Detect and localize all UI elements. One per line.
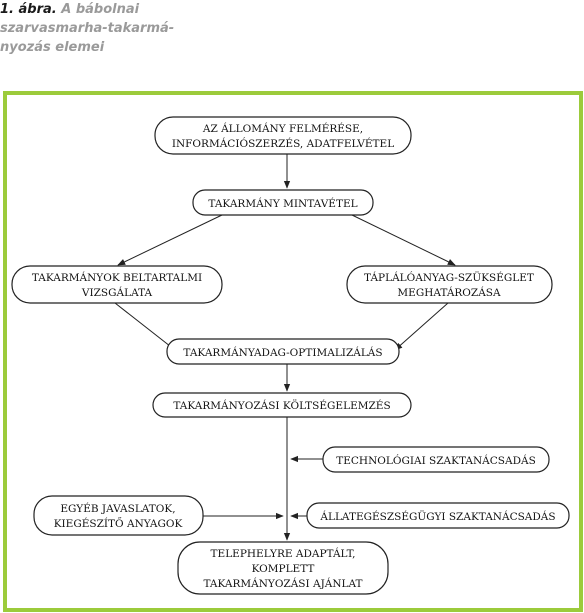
figure-title-line3: nyozás elemei xyxy=(0,40,105,55)
node-other: EGYÉB JAVASLATOK, KIEGÉSZÍTŐ ANYAGOK xyxy=(33,495,204,536)
node-requirement-line2: MEGHATÁROZÁSA xyxy=(397,285,501,299)
node-requirement-line1: TÁPLÁLÓANYAG-SZÜKSÉGLET xyxy=(364,270,534,284)
node-requirement: TÁPLÁLÓANYAG-SZÜKSÉGLET MEGHATÁROZÁSA xyxy=(346,265,553,304)
figure-number: 1. ábra. xyxy=(0,2,57,17)
node-analysis: TAKARMÁNYOK BELTARTALMI VIZSGÁLATA xyxy=(11,265,223,304)
node-vet-advice: ÁLLATEGÉSZSÉGÜGYI SZAKTANÁCSADÁS xyxy=(306,502,570,529)
figure-title-line1: A bábolnai xyxy=(61,2,140,17)
node-analysis-line1: TAKARMÁNYOK BELTARTALMI xyxy=(32,270,202,284)
node-sampling: TAKARMÁNY MINTAVÉTEL xyxy=(192,189,374,216)
node-final-line1: TELEPHELYRE ADAPTÁLT, xyxy=(211,546,356,560)
node-cost-label: TAKARMÁNYOZÁSI KÖLTSÉGELEMZÉS xyxy=(173,398,390,412)
edge-sampling-requirement xyxy=(351,214,456,266)
node-final: TELEPHELYRE ADAPTÁLT, KOMPLETT TAKARMÁNY… xyxy=(177,541,389,595)
node-other-line2: KIEGÉSZÍTŐ ANYAGOK xyxy=(54,516,183,530)
edge-sampling-analysis xyxy=(117,214,223,266)
node-optimization: TAKARMÁNYADAG-OPTIMALIZÁLÁS xyxy=(166,338,400,365)
figure-title-line2: szarvasmarha-takarmá- xyxy=(0,21,175,36)
node-cost: TAKARMÁNYOZÁSI KÖLTSÉGELEMZÉS xyxy=(152,392,412,418)
node-final-line3: TAKARMÁNYOZÁSI AJÁNLAT xyxy=(203,576,362,590)
node-assessment-line2: INFORMÁCIÓSZERZÉS, ADATFELVÉTEL xyxy=(172,136,394,150)
node-vet-advice-label: ÁLLATEGÉSZSÉGÜGYI SZAKTANÁCSADÁS xyxy=(319,509,555,523)
node-final-line2: KOMPLETT xyxy=(252,563,315,575)
edges xyxy=(114,154,456,541)
node-sampling-label: TAKARMÁNY MINTAVÉTEL xyxy=(208,196,357,210)
figure-caption: 1. ábra. A bábolnai szarvasmarha-takarmá… xyxy=(0,0,220,57)
node-analysis-line2: VIZSGÁLATA xyxy=(81,285,153,299)
edge-analysis-optimization xyxy=(114,302,176,351)
node-other-line1: EGYÉB JAVASLATOK, xyxy=(60,501,175,515)
node-tech-advice-label: TECHNOLÓGIAI SZAKTANÁCSADÁS xyxy=(336,453,536,467)
node-assessment-line1: AZ ÁLLOMÁNY FELMÉRÉSE, xyxy=(202,121,363,135)
edge-requirement-optimization xyxy=(394,302,449,351)
node-assessment: AZ ÁLLOMÁNY FELMÉRÉSE, INFORMÁCIÓSZERZÉS… xyxy=(154,116,412,155)
node-optimization-label: TAKARMÁNYADAG-OPTIMALIZÁLÁS xyxy=(183,345,382,359)
node-tech-advice: TECHNOLÓGIAI SZAKTANÁCSADÁS xyxy=(322,446,550,473)
